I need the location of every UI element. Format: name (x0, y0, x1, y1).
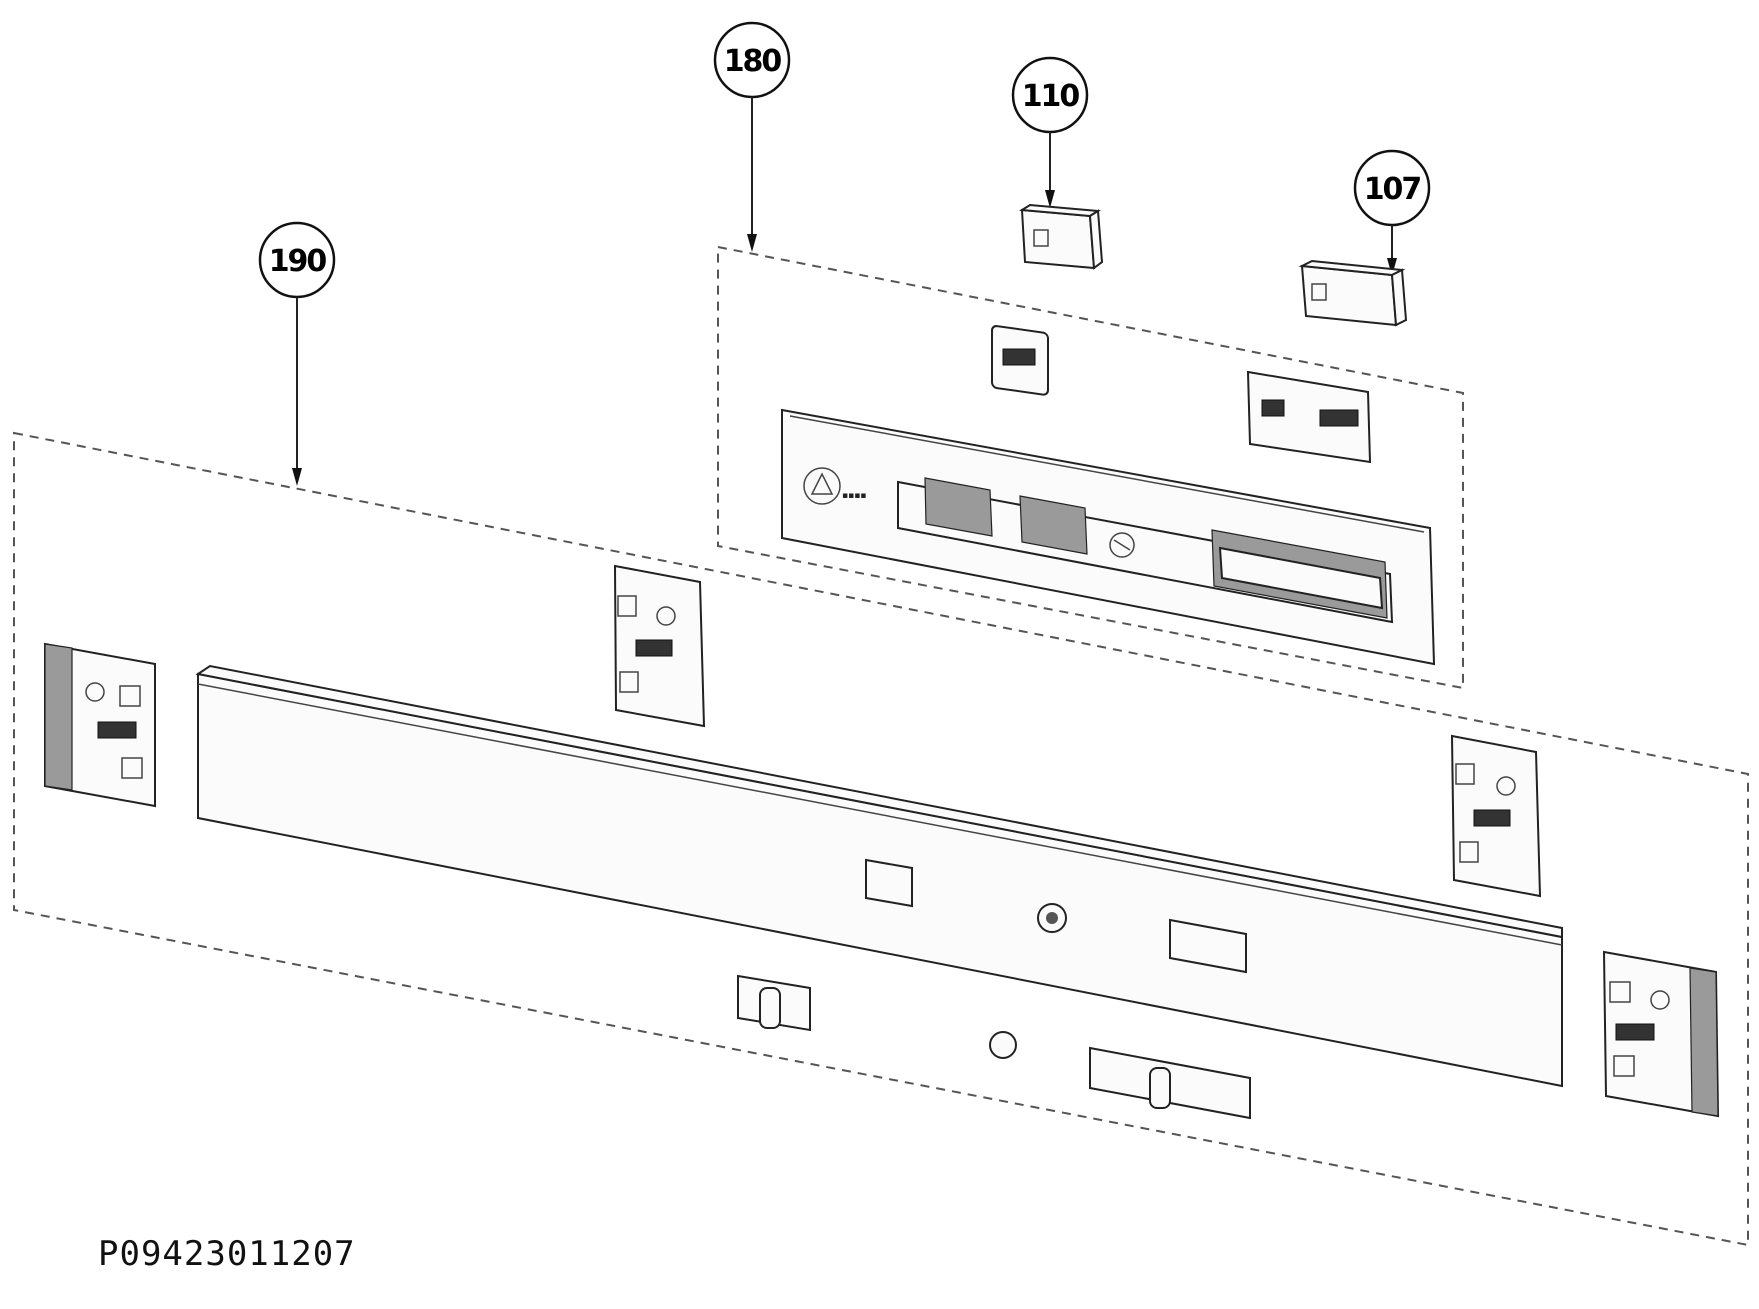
callout-180-label: 180 (724, 44, 782, 79)
callout-190-label: 190 (269, 244, 327, 279)
part-180-indicator-window-small (991, 325, 1049, 396)
assembly-180-boundary (717, 245, 1464, 690)
part-107-switch-cap[interactable] (1298, 259, 1408, 327)
part-190-end-cap-upper (613, 564, 706, 728)
part-190-end-cap-right-lower (1602, 950, 1720, 1118)
part-190-fascia-panel (195, 664, 1563, 1120)
callout-110-label: 110 (1022, 79, 1080, 114)
callout-110[interactable]: 110 (1011, 56, 1089, 208)
part-190-end-cap-right-upper (1450, 734, 1542, 898)
part-180-indicator-window-wide (1246, 370, 1372, 464)
callout-180[interactable]: 180 (713, 21, 791, 252)
callout-107-label: 107 (1364, 172, 1421, 207)
part-110-switch-cap[interactable] (1018, 203, 1104, 270)
assembly-190-boundary (13, 431, 1749, 1247)
part-190-end-cap-left (44, 642, 156, 808)
drawing-id: P09423011207 (98, 1234, 356, 1274)
faceplate-logo-mark: ▪▪▪▪ (842, 491, 866, 501)
part-180-control-faceplate: ▪▪▪▪ (781, 408, 1436, 666)
callout-190[interactable]: 190 (258, 221, 336, 486)
callout-107[interactable]: 107 (1353, 149, 1431, 276)
